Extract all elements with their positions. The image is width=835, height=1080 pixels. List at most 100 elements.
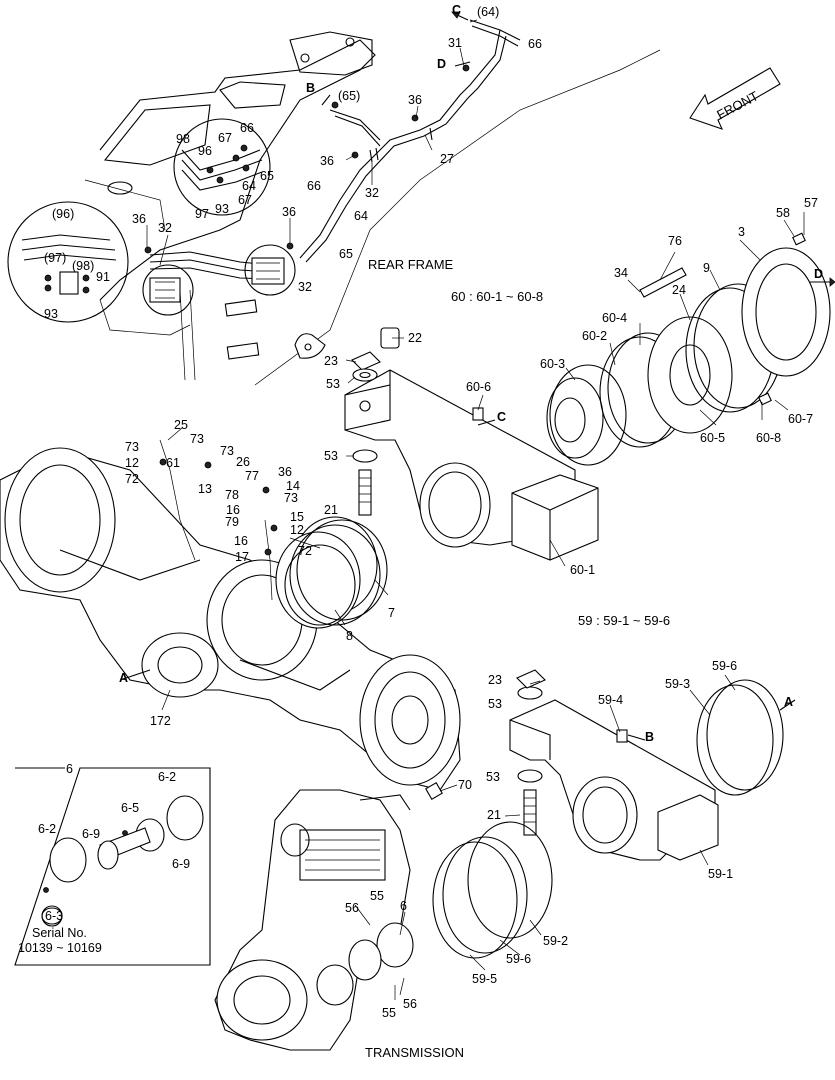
part-label-p78: 78: [225, 488, 239, 502]
part-label-p64b: 64: [354, 209, 368, 223]
part-label-p72b: 72: [298, 544, 312, 558]
part-label-pB1: B: [306, 81, 315, 95]
part-label-pD1: D: [437, 57, 446, 71]
bushing-parts-upper: [351, 327, 484, 516]
part-label-p98b: (98): [72, 259, 94, 273]
part-label-p64a: (64): [477, 5, 499, 19]
part-label-p59_2: 59-2: [543, 934, 568, 948]
part-label-p66a: 66: [528, 37, 542, 51]
part-label-p36e: 36: [278, 465, 292, 479]
part-label-p64c: 64: [242, 179, 256, 193]
part-label-p32b: 32: [298, 280, 312, 294]
part-label-p24: 24: [672, 283, 686, 297]
part-label-p25: 25: [174, 418, 188, 432]
part-label-pA2: A: [784, 695, 793, 709]
part-label-p77: 77: [245, 469, 259, 483]
part-label-p96a: 96: [198, 144, 212, 158]
callout-circle-6-3: [41, 905, 63, 927]
part-label-p53b: 53: [324, 449, 338, 463]
part-label-p14: 14: [286, 479, 300, 493]
part-label-p3: 3: [738, 225, 745, 239]
part-label-p67b: 67: [238, 193, 252, 207]
part-label-p91: 91: [96, 270, 110, 284]
detail-circle-left: [7, 201, 129, 323]
part-label-p57: 57: [804, 196, 818, 210]
part-label-p96b: (96): [52, 207, 74, 221]
detail-circle-small-right: [244, 244, 296, 296]
part-label-p12a: 12: [125, 456, 139, 470]
part-label-p6_3: 6-3: [45, 909, 63, 923]
part-label-p32a: 32: [365, 186, 379, 200]
label-transmission: TRANSMISSION: [365, 1045, 464, 1060]
part-label-p53a: 53: [326, 377, 340, 391]
part-label-p66b: 66: [307, 179, 321, 193]
part-label-p34: 34: [614, 266, 628, 280]
part-label-p7: 7: [388, 606, 395, 620]
front-arrow: [689, 67, 781, 130]
part-label-p12b: 12: [290, 523, 304, 537]
part-label-p79: 79: [225, 515, 239, 529]
rear-axle-mount-upper: [344, 369, 599, 561]
part-label-p60_6: 60-6: [466, 380, 491, 394]
part-label-p21b: 21: [487, 808, 501, 822]
serial-range: 10139 ~ 10169: [18, 941, 102, 955]
part-label-p59_6a: 59-6: [712, 659, 737, 673]
part-label-p59_1: 59-1: [708, 867, 733, 881]
part-label-p73d: 73: [284, 491, 298, 505]
part-label-p60_5: 60-5: [700, 431, 725, 445]
part-label-pA1: A: [119, 671, 128, 685]
hydraulic-tubes: [144, 19, 521, 280]
part-label-p65c: 65: [260, 169, 274, 183]
part-label-p56b: 56: [403, 997, 417, 1011]
part-label-p15: 15: [290, 510, 304, 524]
part-label-p60_1: 60-1: [570, 563, 595, 577]
part-label-pB2: B: [645, 730, 654, 744]
part-label-p73c: 73: [220, 444, 234, 458]
part-label-p27: 27: [440, 152, 454, 166]
part-label-p6_2b: 6-2: [38, 822, 56, 836]
part-label-p58: 58: [776, 206, 790, 220]
transmission-drawing: [214, 789, 414, 1051]
part-label-p55a: 55: [370, 889, 384, 903]
part-label-p59_5: 59-5: [472, 972, 497, 986]
part-label-p59_6b: 59-6: [506, 952, 531, 966]
part-label-p31: 31: [448, 36, 462, 50]
part-label-p56a: 56: [345, 901, 359, 915]
part-label-p60_3: 60-3: [540, 357, 565, 371]
part-label-p9: 9: [703, 261, 710, 275]
axle-assembly: [0, 439, 461, 800]
part-label-pD2: D: [814, 267, 823, 281]
part-label-p97b: (97): [44, 251, 66, 265]
part-label-p60_2: 60-2: [582, 329, 607, 343]
view-arrows: [119, 11, 835, 741]
part-label-p26: 26: [236, 455, 250, 469]
part-label-p93b: 93: [44, 307, 58, 321]
detail-circle-small-left: [142, 264, 194, 316]
rear-axle-mount-lower: [432, 669, 784, 959]
part-label-p13: 13: [198, 482, 212, 496]
part-label-p6_9a: 6-9: [82, 827, 100, 841]
part-label-p53d: 53: [486, 770, 500, 784]
rear-frame-drawing: [84, 31, 661, 386]
part-label-p16a: 16: [226, 503, 240, 517]
part-label-p73b: 73: [190, 432, 204, 446]
part-label-p6_9b: 6-9: [172, 857, 190, 871]
part-label-p6a: 6: [66, 762, 73, 776]
formula-group-60: 60 : 60-1 ~ 60-8: [451, 289, 543, 304]
part-label-p6_2a: 6-2: [158, 770, 176, 784]
part-label-p59_3: 59-3: [665, 677, 690, 691]
part-label-p98a: 98: [176, 132, 190, 146]
formula-group-59: 59 : 59-1 ~ 59-6: [578, 613, 670, 628]
part-label-p36c: 36: [282, 205, 296, 219]
part-number-labels: (64)6631CDB(65)3627363266646536329896676…: [38, 3, 823, 1020]
part-label-p23b: 23: [488, 673, 502, 687]
part-label-p65a: (65): [338, 89, 360, 103]
part-label-p16b: 16: [234, 534, 248, 548]
part-label-p6_5: 6-5: [121, 801, 139, 815]
serial-caption: Serial No.: [32, 926, 87, 940]
part-label-p65b: 65: [339, 247, 353, 261]
part-label-p97a: 97: [195, 207, 209, 221]
part-label-p22: 22: [408, 331, 422, 345]
part-label-p36a: 36: [408, 93, 422, 107]
